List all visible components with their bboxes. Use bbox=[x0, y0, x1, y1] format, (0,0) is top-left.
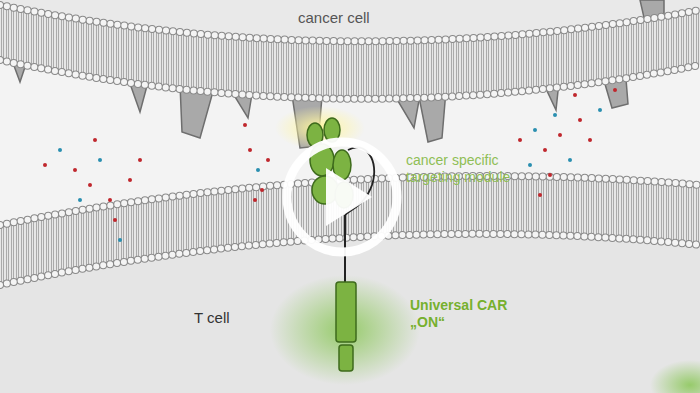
cell-region: cancer cell bbox=[298, 9, 370, 26]
annotation-label: cancer specific targeting module bbox=[406, 152, 531, 186]
cell-label: T cell bbox=[194, 309, 230, 326]
annotation-label: Universal CAR „ON“ bbox=[410, 297, 525, 331]
cell-label: cancer cell bbox=[298, 9, 370, 26]
cell-region: T cell bbox=[194, 309, 230, 326]
